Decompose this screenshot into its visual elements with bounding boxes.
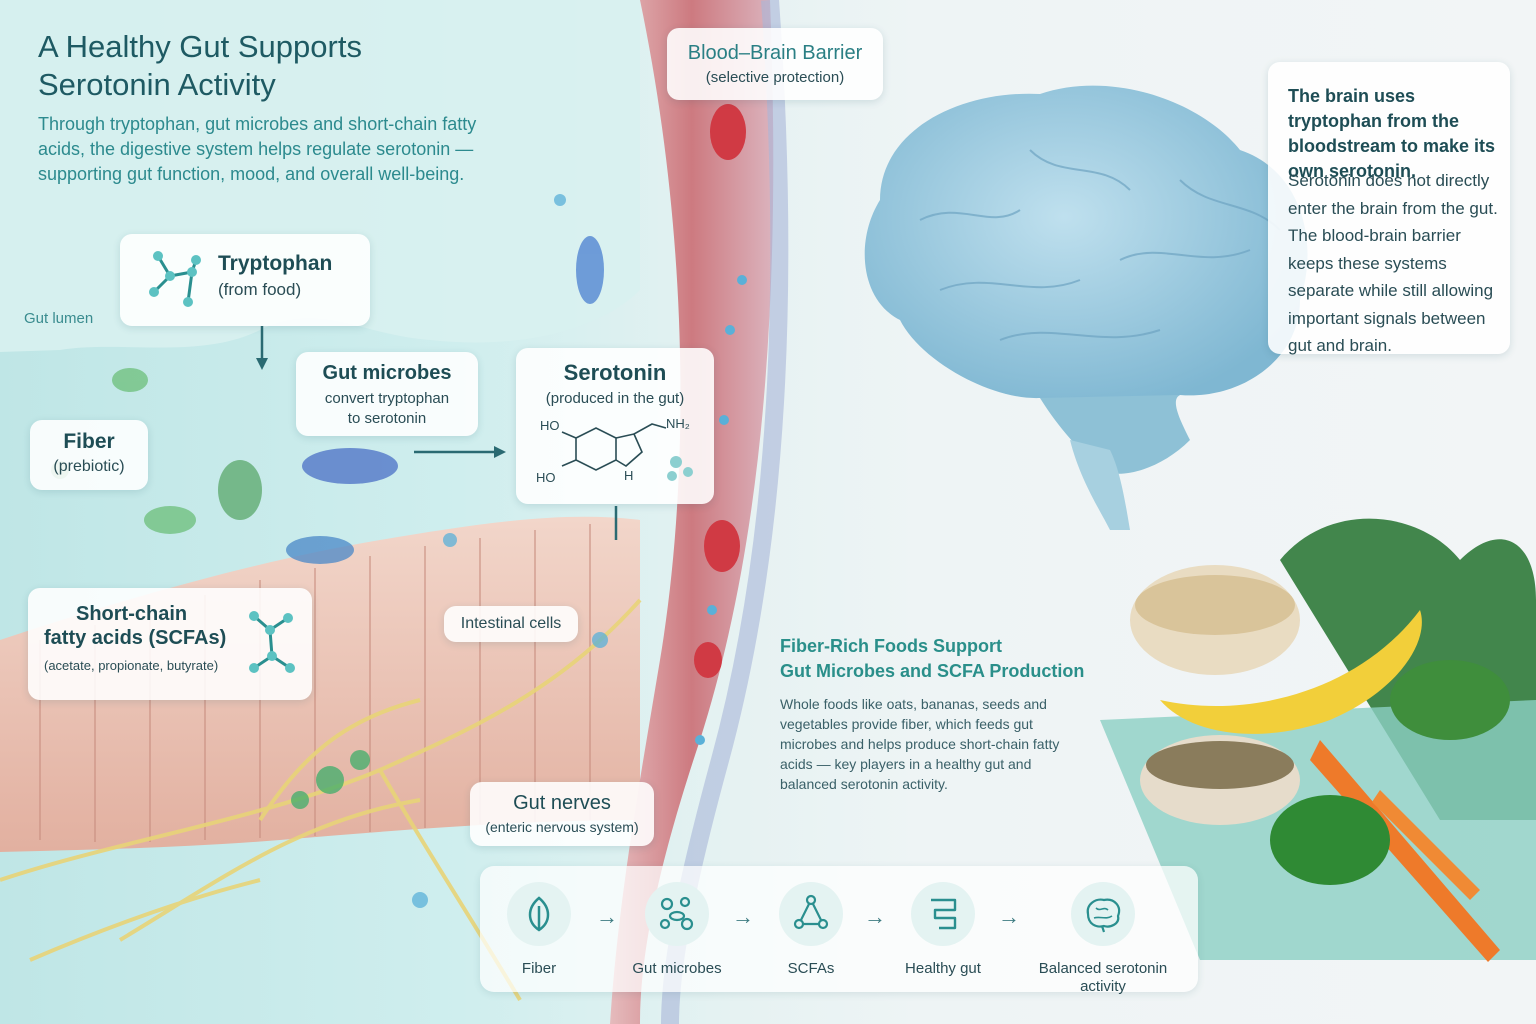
- serotonin-sub: (produced in the gut): [545, 390, 685, 407]
- formula-nh2: NH₂: [666, 416, 690, 431]
- brain-illustration: [864, 85, 1308, 530]
- tryptophan-sub: (from food): [218, 280, 302, 299]
- brain-note-body: Serotonin does not directly enter the br…: [1288, 171, 1498, 355]
- tryptophan-title: Tryptophan: [218, 252, 333, 275]
- brain-note-card: The brain uses tryptophan from the blood…: [1268, 62, 1510, 355]
- gut-lumen-label: Gut lumen: [24, 310, 94, 327]
- flow-step-label: Healthy gut: [905, 960, 981, 977]
- flow-step-label: Gut microbes: [632, 960, 722, 977]
- flow-step-scfas: SCFAs: [736, 882, 886, 978]
- fiber-card: Fiber (prebiotic): [30, 420, 148, 490]
- formula-ho-bottom: HO: [536, 470, 556, 485]
- brain-icon: [1071, 882, 1135, 946]
- flow-arrow-icon: →: [596, 904, 618, 929]
- foods-heading-line2: Gut Microbes and SCFA Production: [780, 661, 1085, 681]
- flow-step-label: Fiber: [521, 960, 557, 977]
- scfa-sub: (acetate, propionate, butyrate): [44, 658, 219, 673]
- foods-heading: Fiber-Rich Foods Support Gut Microbes an…: [780, 634, 1120, 684]
- gut-microbes-card: Gut microbes convert tryptophan to serot…: [296, 352, 478, 436]
- gut-microbes-line1: convert tryptophan: [324, 390, 450, 407]
- foods-heading-line1: Fiber-Rich Foods Support: [780, 636, 1002, 656]
- red-blood-cells: [694, 104, 747, 745]
- molecule-icon: [779, 882, 843, 946]
- fiber-title: Fiber: [63, 430, 115, 453]
- blood-vessel: [610, 0, 774, 1024]
- gut-microbes-line2: to serotonin: [347, 410, 427, 427]
- serotonin-card: Serotonin (produced in the gut) HO HO NH…: [516, 348, 714, 504]
- serotonin-title: Serotonin: [563, 360, 667, 385]
- enteric-nerves: [0, 598, 642, 1002]
- foods-description: Whole foods like oats, bananas, seeds an…: [780, 696, 1060, 792]
- scfa-title-line2: fatty acids (SCFAs): [44, 627, 227, 649]
- gut-nerves-title: Gut nerves: [513, 792, 611, 814]
- bbb-sub: (selective protection): [705, 69, 845, 86]
- formula-ho-top: HO: [540, 418, 560, 433]
- gut-nerves-card: Gut nerves (enteric nervous system): [470, 782, 654, 846]
- flow-step-label: Balanced serotonin activity: [1038, 960, 1168, 995]
- intestinal-cells-label: Intestinal cells: [444, 606, 578, 642]
- flow-step-healthy-gut: Healthy gut: [868, 882, 1018, 978]
- leaf-icon: [507, 882, 571, 946]
- page-title: A Healthy Gut Supports Serotonin Activit…: [38, 29, 362, 102]
- bbb-title: Blood–Brain Barrier: [687, 42, 863, 64]
- formula-h: H: [624, 468, 634, 483]
- molecule-icon: [149, 251, 201, 307]
- flow-step-label: SCFAs: [787, 960, 835, 977]
- flow-arrow-icon: →: [732, 904, 754, 929]
- gut-microbes-title: Gut microbes: [322, 362, 452, 384]
- scfa-molecule-icon: [249, 611, 295, 673]
- scfa-title-line1: Short-chain: [76, 603, 188, 625]
- flow-step-balanced-serotonin: Balanced serotonin activity: [1028, 882, 1178, 996]
- intestinal-cells-text: Intestinal cells: [460, 615, 562, 632]
- scfa-card: Short-chain fatty acids (SCFAs) (acetate…: [28, 588, 312, 700]
- intestine-icon: [911, 882, 975, 946]
- microbes: [51, 194, 608, 908]
- serotonin-structure-icon: [561, 423, 693, 481]
- page-subtitle: Through tryptophan, gut microbes and sho…: [38, 114, 477, 184]
- flow-step-fiber: Fiber: [464, 882, 614, 978]
- blood-brain-barrier-card: Blood–Brain Barrier (selective protectio…: [667, 28, 883, 100]
- process-flow: Fiber → Gut microbes → SCFAs → Healthy g…: [480, 866, 1198, 995]
- serotonin-structure: HO HO NH₂ H: [526, 416, 706, 500]
- microbes-icon: [645, 882, 709, 946]
- food-illustration: [1100, 518, 1536, 962]
- tryptophan-card: Tryptophan (from food): [120, 234, 370, 326]
- flow-step-microbes: Gut microbes: [602, 882, 752, 978]
- fiber-sub: (prebiotic): [53, 458, 125, 475]
- flow-arrow-icon: →: [998, 904, 1020, 929]
- brain-note-heading: The brain uses tryptophan from the blood…: [1288, 86, 1496, 181]
- flow-arrow-icon: →: [864, 904, 886, 929]
- gut-nerves-sub: (enteric nervous system): [485, 819, 639, 835]
